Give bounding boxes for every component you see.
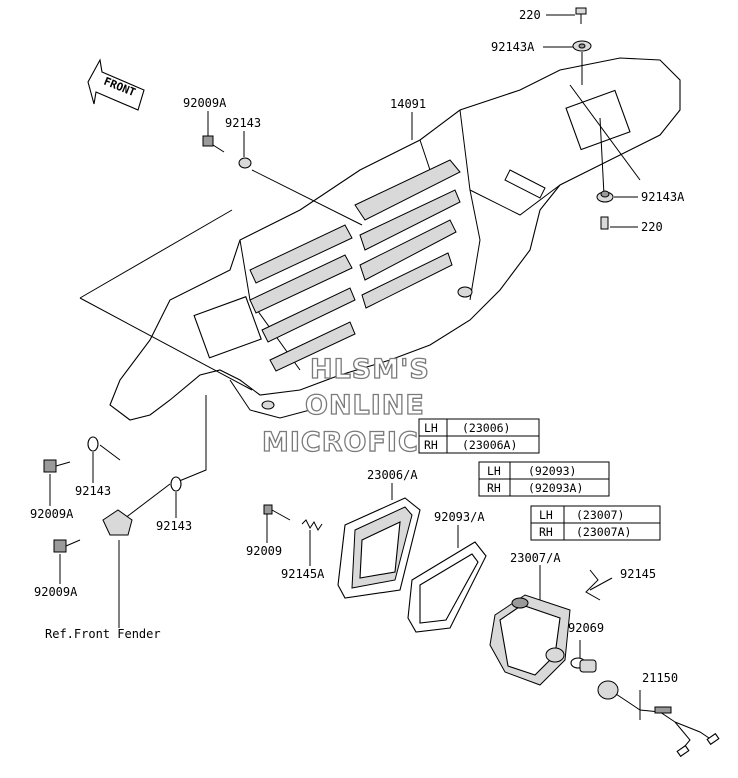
table1-row1-part: (23006) [462,421,510,435]
spring-92145a-icon [301,519,323,531]
label-92143a-right: 92143A [641,190,685,204]
table1-row2-side: RH [424,438,438,452]
label-14091: 14091 [390,97,426,111]
side-table-23007: LH (23007) RH (23007A) [530,505,661,541]
front-direction-arrow: FRONT [87,58,145,111]
side-table-23006: LH (23006) RH (23006A) [418,418,540,454]
hardware-parts [43,7,614,601]
label-92143-top: 92143 [225,116,261,130]
bolt-92009a-left1-icon [43,459,71,473]
label-220-top: 220 [519,8,541,22]
table2-row1-side: LH [487,464,501,478]
label-92143-left1: 92143 [75,484,111,498]
label-92143a-top: 92143A [491,40,535,54]
bolt-92009a-left2-icon [53,539,81,553]
headlight-rim-23006 [337,497,421,599]
label-92009a-left1: 92009A [30,507,74,521]
watermark-line-2: ONLINE [305,390,425,421]
gasket-92093 [407,541,487,633]
part-number-labels: 220 92143A 14091 92009A 92143 92143A 220… [30,8,685,685]
label-23006a: 23006/A [367,468,418,482]
table2-row1-part: (92093) [528,464,576,478]
screw-92009-icon [263,504,291,521]
label-92009: 92009 [246,544,282,558]
table3-row2-part: (23007A) [576,525,631,539]
table2-row2-side: RH [487,481,501,495]
bolt-92009a-top-icon [202,135,225,153]
grille-louvers [249,159,461,372]
watermark-line-1: HLSM'S [310,354,430,385]
bolt-220-right-icon [600,216,609,230]
headlight-unit-23007 [489,594,571,686]
washer-92143-left1-icon [87,436,99,452]
bulb-92069 [570,657,597,673]
label-92145: 92145 [620,567,656,581]
label-21150: 21150 [642,671,678,685]
leader-lines [79,52,641,720]
bracket-icon [102,509,133,536]
headlight-cover-14091 [109,57,681,421]
table2-row2-part: (92093A) [528,481,583,495]
table3-row1-part: (23007) [576,508,624,522]
spring-92145-icon [585,569,601,601]
side-table-92093: LH (92093) RH (92093A) [478,461,610,497]
label-92145a: 92145A [281,567,325,581]
table3-row2-side: RH [539,525,553,539]
table1-row1-side: LH [424,421,438,435]
label-220-right: 220 [641,220,663,234]
washer-92143-top-icon [238,157,252,169]
label-ref-front-fender: Ref.Front Fender [45,627,161,641]
label-92009a-top: 92009A [183,96,227,110]
label-92093a: 92093/A [434,510,485,524]
bolt-220-top-icon [575,7,587,24]
table1-row2-part: (23006A) [462,438,517,452]
label-23007a: 23007/A [510,551,561,565]
washer-92143a-top-icon [572,40,592,52]
label-92009a-left2: 92009A [34,585,78,599]
label-92069: 92069 [568,621,604,635]
washer-92143a-right-icon [596,190,614,203]
table3-row1-side: LH [539,508,553,522]
socket-21150 [597,680,720,758]
washer-92143-left2-icon [170,476,182,492]
label-92143-left2: 92143 [156,519,192,533]
